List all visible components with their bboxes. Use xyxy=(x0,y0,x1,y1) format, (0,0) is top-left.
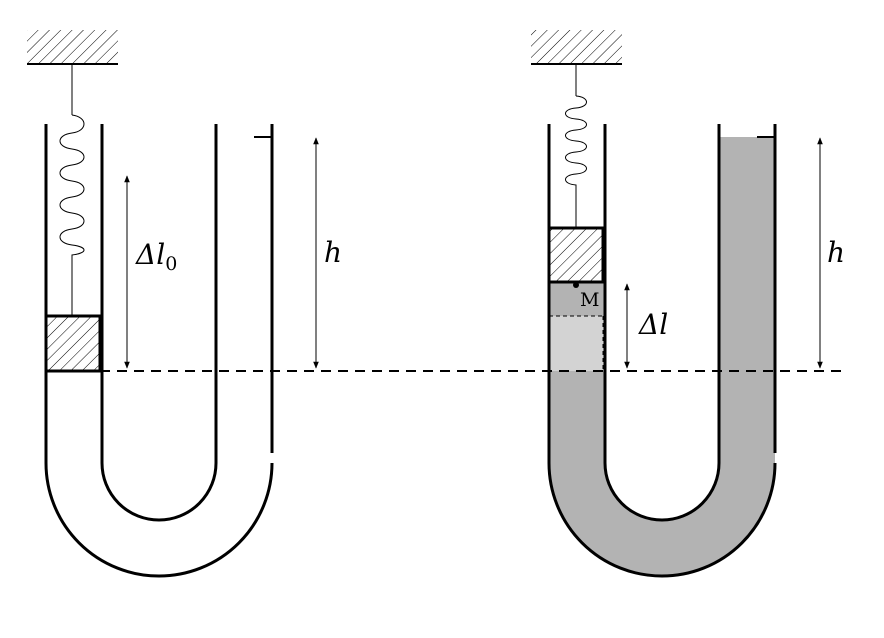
left-height-label: h xyxy=(324,236,342,269)
right-liquid-displaced-region xyxy=(549,316,605,371)
right-figure: M Δl h xyxy=(531,30,845,578)
right-point-m-dot xyxy=(573,282,579,288)
left-tube-bend-outer xyxy=(44,462,274,578)
right-tube-bend-outer xyxy=(547,462,777,578)
right-displacement-label: Δl xyxy=(638,308,668,341)
right-height-label: h xyxy=(827,236,845,269)
right-spring xyxy=(565,95,587,228)
right-ceiling-support xyxy=(531,30,622,64)
right-point-m-label: M xyxy=(580,289,599,311)
left-figure: Δl0 h xyxy=(27,30,342,578)
left-ceiling-support xyxy=(27,30,118,64)
right-tube-bend-inner xyxy=(603,462,721,522)
right-piston xyxy=(547,226,605,284)
left-piston xyxy=(44,314,102,373)
left-tube-bend-inner xyxy=(100,462,218,522)
left-spring-dimension-label: Δl0 xyxy=(135,238,177,275)
left-spring xyxy=(59,114,85,316)
left-spring-dimension-subscript: 0 xyxy=(165,253,177,275)
